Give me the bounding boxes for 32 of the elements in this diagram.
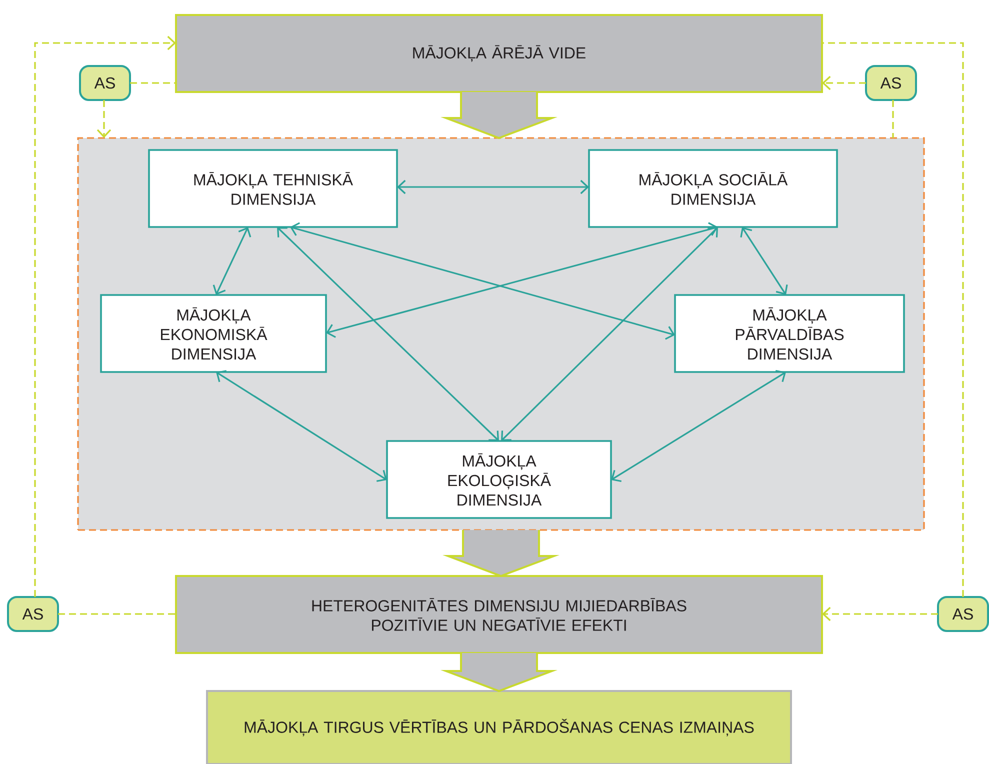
double-arrow bbox=[326, 222, 718, 338]
double-arrow bbox=[216, 370, 387, 482]
double-arrow bbox=[290, 222, 675, 340]
process-box: HETEROGENITĀTES DIMENSIJU MIJIEDARBĪBAS POZITĪVIE UN NEGATĪVIE EFEKTI bbox=[175, 575, 823, 654]
dashed-connector bbox=[822, 42, 964, 597]
double-arrow bbox=[397, 180, 589, 194]
double-arrow bbox=[740, 227, 788, 295]
double-arrow bbox=[277, 227, 499, 442]
as-badge: AS bbox=[865, 65, 917, 101]
double-arrow bbox=[212, 227, 252, 295]
dimension-box: MĀJOKĻA SOCIĀLĀ DIMENSIJA bbox=[588, 149, 838, 228]
result-box: MĀJOKĻA TIRGUS VĒRTĪBAS UN PĀRDOŠANAS CENAS IZMAIŅAS bbox=[206, 690, 792, 764]
dimension-box: MĀJOKĻA TEHNISKĀ DIMENSIJA bbox=[148, 149, 398, 228]
dashed-arrow bbox=[822, 606, 938, 622]
dashed-arrow bbox=[96, 100, 112, 138]
dimension-box: MĀJOKĻA PĀRVALDĪBAS DIMENSIJA bbox=[674, 294, 905, 373]
double-arrow bbox=[501, 227, 718, 441]
block-arrow bbox=[440, 652, 558, 692]
block-arrow bbox=[442, 529, 560, 578]
dashed-connector bbox=[58, 613, 176, 615]
as-badge: AS bbox=[79, 65, 131, 101]
dashed-connector bbox=[892, 100, 894, 138]
dashed-arrow bbox=[34, 36, 176, 597]
as-badge: AS bbox=[937, 596, 989, 632]
double-arrow bbox=[611, 370, 786, 482]
as-badge: AS bbox=[7, 596, 59, 632]
dimension-box: MĀJOKĻA EKONOMISKĀ DIMENSIJA bbox=[100, 294, 327, 373]
dashed-connector bbox=[130, 82, 176, 84]
process-box: MĀJOKĻA ĀRĒJĀ VIDE bbox=[175, 14, 823, 93]
dashed-arrow bbox=[822, 76, 866, 90]
dimension-box: MĀJOKĻA EKOLOĢISKĀ DIMENSIJA bbox=[386, 440, 612, 519]
block-arrow bbox=[440, 91, 558, 140]
